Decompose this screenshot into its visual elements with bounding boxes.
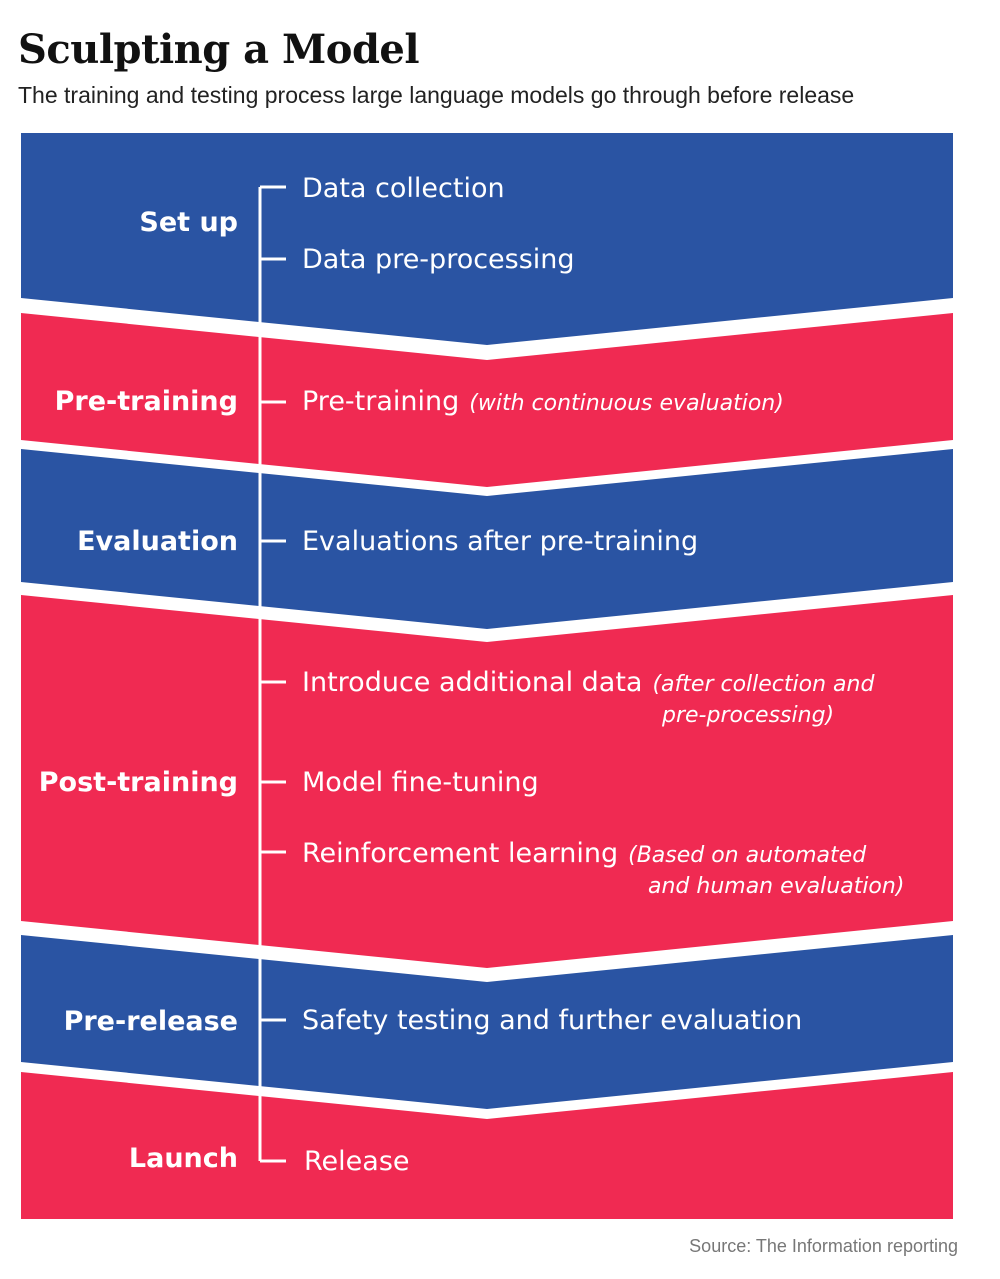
stage-label-launch: Launch (129, 1143, 238, 1174)
step-reinforcement-learning: Reinforcement learning (Based on automat… (302, 838, 867, 869)
step-model-fine-tuning: Model fine-tuning (302, 767, 539, 798)
step-data-preprocessing: Data pre-processing (302, 244, 575, 275)
source-note: Source: The Information reporting (689, 1236, 958, 1256)
stage-band-launch (21, 1072, 953, 1219)
stage-band-pre-training (21, 313, 953, 487)
stage-band-set-up (21, 133, 953, 345)
stage-band-pre-release (21, 935, 953, 1109)
stage-band-evaluation (21, 449, 953, 629)
stage-label-evaluation: Evaluation (77, 526, 238, 557)
stage-label-set-up: Set up (139, 207, 238, 238)
step-evaluations-after-pre-training: Evaluations after pre-training (302, 526, 698, 557)
stage-label-post-training: Post-training (39, 767, 238, 798)
step-release: Release (304, 1146, 410, 1177)
step-safety-testing: Safety testing and further evaluation (302, 1005, 802, 1036)
step-note-continuation: and human evaluation) (648, 874, 904, 899)
timeline-ticks (260, 185, 286, 1163)
stage-label-pre-release: Pre-release (64, 1006, 238, 1037)
chart-subtitle: The training and testing process large l… (18, 82, 855, 108)
step-note-continuation: pre-processing) (661, 703, 834, 728)
step-pre-training: Pre-training (with continuous evaluation… (302, 386, 784, 417)
stage-band-post-training (21, 595, 953, 968)
stage-label-pre-training: Pre-training (55, 386, 238, 417)
step-data-collection: Data collection (302, 173, 505, 204)
step-introduce-additional-data: Introduce additional data (after collect… (302, 667, 875, 698)
chart-title: Sculpting a Model (18, 26, 420, 73)
